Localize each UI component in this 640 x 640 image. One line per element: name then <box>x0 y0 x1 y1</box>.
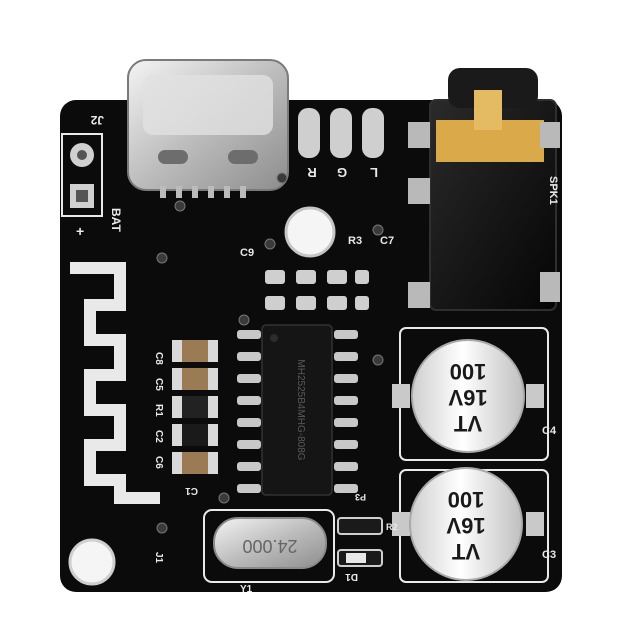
mounting-hole-center <box>284 206 336 258</box>
crystal-oscillator-y1: 24.000 <box>203 509 335 583</box>
label-c5: C5 <box>153 378 164 391</box>
label-d1: D1 <box>345 571 358 582</box>
electrolytic-capacitor-c3: VT 16V 100 <box>392 467 549 583</box>
label-bat: BAT <box>109 208 123 232</box>
label-l: L <box>370 165 378 180</box>
chip-marking: MH2525B4MHG-808G <box>295 359 306 460</box>
cap-top-line1: VT <box>453 411 482 436</box>
pcb-antenna-trace <box>70 262 160 504</box>
label-plus: + <box>76 223 84 239</box>
label-r3: R3 <box>348 235 362 247</box>
label-c8: C8 <box>153 352 164 365</box>
label-c6: C6 <box>153 456 164 469</box>
label-j2: J2 <box>90 113 104 127</box>
label-r2: R2 <box>386 522 398 532</box>
label-c1: C1 <box>185 485 198 496</box>
audio-output-pads <box>298 108 384 158</box>
battery-header-j2 <box>61 133 103 217</box>
label-p3: P3 <box>355 492 366 502</box>
label-c9: C9 <box>240 247 254 259</box>
label-c7: C7 <box>380 235 394 247</box>
label-c2: C2 <box>153 430 164 443</box>
mounting-hole-bottom-left <box>68 538 116 586</box>
label-j1: J1 <box>153 552 164 564</box>
label-r: R <box>307 165 317 180</box>
cap-bottom-line3: 100 <box>448 487 485 512</box>
via-holes <box>156 172 384 534</box>
cap-bottom-line1: VT <box>451 539 480 564</box>
passive-component-column <box>172 340 218 474</box>
electrolytic-capacitor-c4: VT 16V 100 <box>392 327 549 461</box>
label-c4: C4 <box>542 425 557 437</box>
label-c3: C3 <box>542 549 556 561</box>
label-y1: Y1 <box>240 584 253 595</box>
label-g: G <box>337 165 347 180</box>
cap-top-line2: 16V <box>448 385 487 410</box>
headphone-jack-spk1 <box>408 68 560 311</box>
cap-top-line3: 100 <box>450 359 487 384</box>
label-r1: R1 <box>153 404 164 417</box>
resistor-r2-diode-d1 <box>337 517 383 567</box>
usb-c-connector <box>127 59 289 198</box>
label-spk1: SPK1 <box>547 176 559 205</box>
crystal-marking: 24.000 <box>242 536 297 556</box>
cap-bottom-line2: 16V <box>446 513 485 538</box>
bluetooth-chip: MH2525B4MHG-808G <box>237 324 358 496</box>
silkscreen-labels: J2 BAT + R G L SPK1 C9 R3 C7 C8 C5 R1 C2… <box>76 113 559 595</box>
smd-component-grid <box>265 270 369 310</box>
